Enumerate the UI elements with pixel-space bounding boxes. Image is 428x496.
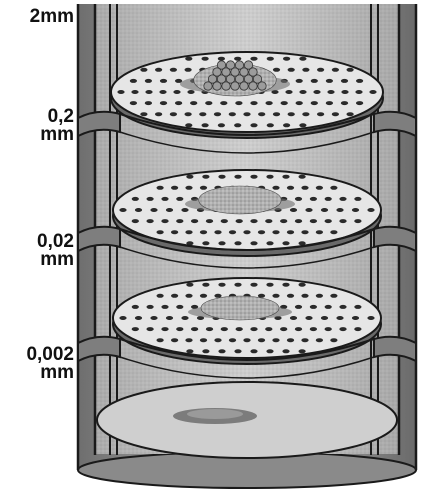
sieve-label-0-002mm: 0,002 mm bbox=[2, 346, 74, 382]
sieve-label-0-02mm: 0,02 mm bbox=[10, 233, 74, 269]
collection-pan bbox=[97, 382, 397, 458]
sieve-disc-1 bbox=[111, 52, 383, 138]
sieve-label-2mm: 2mm bbox=[18, 8, 74, 26]
sieve-label-0-2mm: 0,2 mm bbox=[18, 108, 74, 144]
sieve-disc-3 bbox=[113, 278, 381, 364]
sieve-disc-2 bbox=[113, 170, 381, 256]
